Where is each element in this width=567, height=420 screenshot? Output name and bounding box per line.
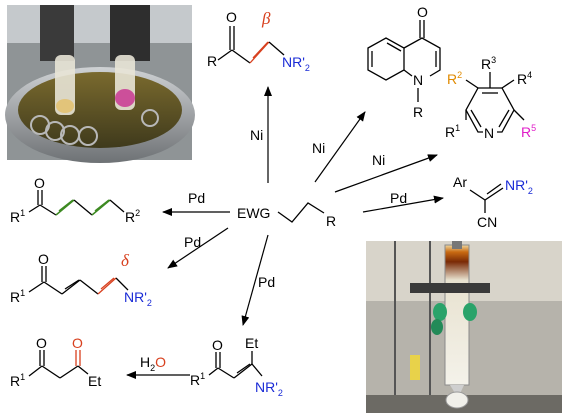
diketone: R1 O O Et [10, 335, 101, 389]
reaction-arrows [126, 86, 444, 379]
cn-label: CN [477, 214, 497, 230]
photo-reaction-vessels [5, 5, 195, 163]
catalyst-ni-2: Ni [312, 140, 325, 156]
svg-text:R1: R1 [445, 123, 460, 140]
quinolone-r: R [413, 104, 423, 120]
catalyst-ni-3: Ni [372, 152, 385, 168]
svg-text:O: O [212, 337, 223, 353]
svg-text:R4: R4 [517, 70, 532, 87]
pyridine: N R3 R2 R4 R1 R5 [445, 55, 536, 141]
catalyst-ni-1: Ni [250, 127, 263, 143]
svg-text:O: O [38, 251, 49, 267]
svg-text:O: O [36, 335, 47, 351]
etenamine-et: Et [245, 335, 258, 351]
etenamine-nr2: NR'2 [255, 379, 283, 398]
svg-text:R1: R1 [10, 372, 25, 389]
ewg-label: EWG [237, 205, 270, 221]
catalyst-pd-2: Pd [188, 190, 205, 206]
enaminone-nr2: NR'2 [282, 54, 310, 73]
svg-text:O: O [34, 175, 45, 191]
hydrolysis-label: H2O [140, 354, 166, 373]
svg-text:O: O [226, 9, 237, 25]
svg-text:O: O [72, 335, 83, 351]
catalyst-pd-3: Pd [184, 234, 201, 250]
quinolone: O N R [367, 4, 441, 120]
catalyst-pd-4: Pd [258, 274, 275, 290]
svg-text:R2: R2 [125, 208, 140, 225]
acrylonitrile-nr2: NR'2 [505, 177, 533, 196]
svg-text:O: O [417, 4, 428, 20]
beta-label: β [261, 9, 271, 28]
dienone: R1 O R2 [10, 175, 140, 225]
catalyst-pd-1: Pd [390, 190, 407, 206]
svg-text:R2: R2 [447, 70, 462, 87]
ethyl-enaminone: R1 O Et NR'2 [190, 335, 283, 398]
svg-text:R1: R1 [10, 288, 25, 305]
acrylonitrile-enamine: Ar NR'2 CN [453, 174, 533, 230]
svg-text:R1: R1 [190, 371, 205, 388]
svg-text:R3: R3 [481, 55, 496, 72]
svg-text:R5: R5 [521, 123, 536, 140]
photo-chromatography-column [366, 241, 562, 413]
substrate-ewg-alkyl: EWG R [237, 202, 336, 229]
quinolone-n: N [413, 72, 423, 88]
svg-text:R1: R1 [10, 208, 25, 225]
diketone-et: Et [88, 373, 101, 389]
pyridine-n: N [484, 125, 494, 141]
enaminone-r: R [207, 53, 217, 69]
delta-label: δ [121, 251, 130, 270]
dienamine-nr2: NR'2 [124, 289, 152, 308]
dienamine-delta: R1 O NR'2 δ [10, 251, 152, 308]
enaminone-beta: O R NR'2 β [207, 9, 310, 73]
ar-label: Ar [453, 174, 467, 190]
substrate-r: R [326, 213, 336, 229]
